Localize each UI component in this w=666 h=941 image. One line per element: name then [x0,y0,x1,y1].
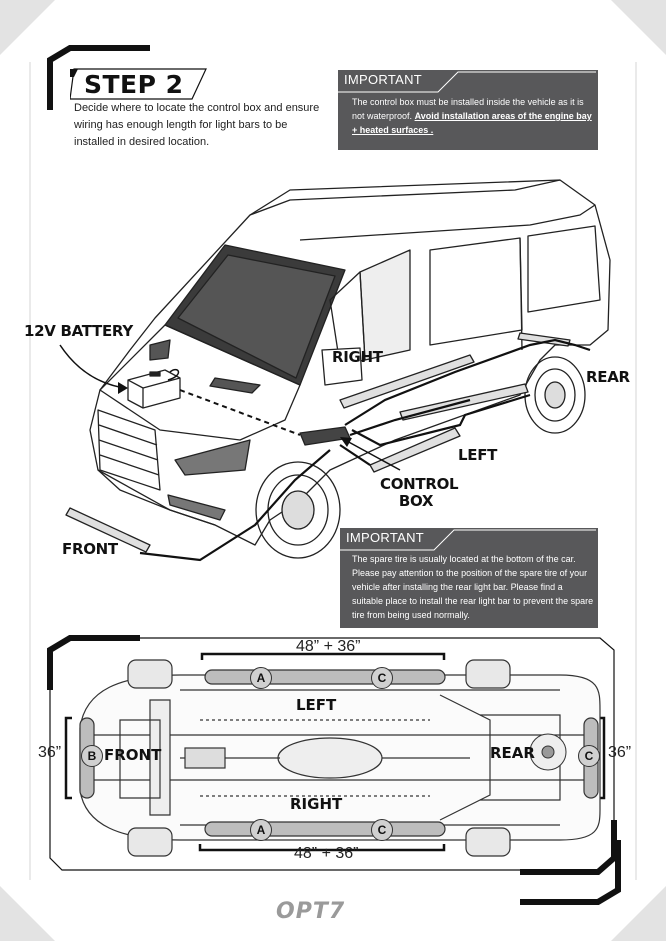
corner-decoration [611,0,666,55]
control-box-label-line1: CONTROL [380,475,459,493]
left-label: LEFT [458,446,498,464]
control-box-label: CONTROL BOX [380,475,459,510]
underside-right-label: RIGHT [290,795,343,813]
underside-diagram [47,635,617,875]
underside-rear-label: REAR [490,744,535,762]
right-label: RIGHT [332,348,383,366]
marker-c-right: C [578,745,600,767]
underside-front-label: FRONT [104,746,162,764]
heading-divider [338,71,596,93]
important-text: The control box must be installed inside… [352,97,584,121]
important-heading: IMPORTANT [346,530,425,545]
top-dimension: 48” + 36” [296,638,361,655]
front-label: FRONT [62,540,118,558]
rear-label: REAR [586,368,630,386]
right-dimension: 36” [608,744,632,761]
marker-b-left: B [81,745,103,767]
corner-decoration [611,886,666,941]
step-description: Decide where to locate the control box a… [74,102,320,148]
marker-c-top: C [371,667,393,689]
important-note-bottom: IMPORTANT The spare tire is usually loca… [340,528,598,628]
control-box-label-line2: BOX [398,492,434,510]
title-frame [70,68,207,100]
marker-c-bottom: C [371,819,393,841]
important-text: The spare tire is usually located at the… [352,554,594,620]
marker-a-bottom: A [250,819,272,841]
marker-a-top: A [250,667,272,689]
van-illustration [59,179,611,562]
important-heading-bar: IMPORTANT [338,70,458,92]
important-heading: IMPORTANT [344,72,423,87]
battery-label: 12V BATTERY [24,322,133,340]
important-emphasis: Avoid installation areas of the engine b… [352,111,592,135]
bottom-dimension: 48” + 36” [294,845,359,862]
important-heading-bar: IMPORTANT [340,528,450,550]
corner-decoration [0,886,55,941]
step-title: STEP 2 [70,68,210,100]
brand-logo: OPT7 [276,899,346,924]
corner-decoration [0,0,55,55]
important-note-top: IMPORTANT The control box must be instal… [338,70,598,150]
heading-divider [340,529,596,551]
left-dimension: 36” [38,744,62,761]
underside-left-label: LEFT [296,696,337,714]
step-title-text: STEP 2 [84,70,184,99]
